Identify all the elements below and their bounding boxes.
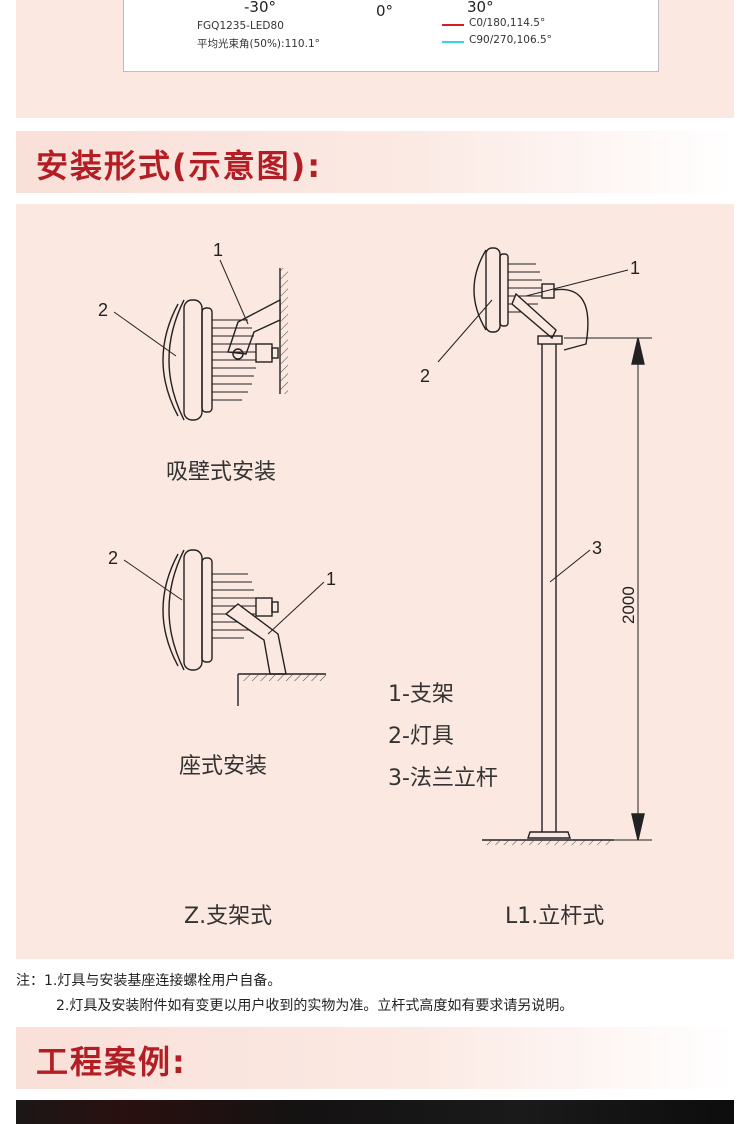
install-diagram: 1 2 (98, 240, 652, 845)
legend-label-c0: C0/180,114.5° (469, 17, 546, 29)
project-case-photo (16, 1100, 734, 1124)
polar-curve-card: -30° 0° 30° FGQ1235-LED80 平均光束角(50%):110… (123, 0, 659, 72)
wall-leader-1 (219, 259, 249, 325)
pole-callout-2: 2 (420, 366, 430, 386)
angle-label-center: 0° (376, 2, 394, 20)
parts-legend-item: 3-法兰立杆 (388, 766, 498, 791)
parts-legend-item: 1-支架 (388, 682, 454, 707)
install-note-2: 2.灯具及安装附件如有变更以用户收到的实物为准。立杆式高度如有要求请另说明。 (56, 998, 574, 1014)
install-note-1: 注：1.灯具与安装基座连接螺栓用户自备。 (16, 973, 282, 989)
case-section-title: 工程案例: (36, 1043, 187, 1081)
case-section-header: 工程案例: (16, 1027, 734, 1089)
bracket-type-caption: Z.支架式 (184, 904, 273, 929)
avg-beam-label: 平均光束角(50%):110.1° (197, 38, 320, 50)
install-section-header: 安装形式(示意图): (16, 131, 734, 193)
wall-mount-caption: 吸壁式安装 (166, 460, 277, 485)
wall-callout-2: 2 (98, 300, 108, 320)
pole-leader-2 (437, 299, 493, 363)
seat-callout-1: 1 (326, 569, 336, 589)
wall-mount-lamp-drawing (162, 268, 288, 421)
angle-label-right: 30° (467, 0, 494, 16)
pole-callout-3: 3 (592, 538, 602, 558)
seat-mount-lamp-drawing (162, 549, 326, 706)
seat-leader-2 (123, 559, 183, 601)
parts-legend: 1-支架 2-灯具 3-法兰立杆 (388, 674, 498, 800)
install-section-title: 安装形式(示意图): (36, 147, 323, 185)
pole-callout-1: 1 (630, 258, 640, 278)
parts-legend-item: 2-灯具 (388, 724, 454, 749)
legend-swatch-c90 (442, 41, 464, 43)
pole-leader-3 (549, 549, 591, 583)
pole-height-dimension: 2000 (619, 586, 638, 624)
wall-leader-2 (113, 311, 177, 357)
install-diagram-panel: 1 2 (16, 204, 734, 959)
wall-callout-1: 1 (213, 240, 223, 260)
photometric-section: -30° 0° 30° FGQ1235-LED80 平均光束角(50%):110… (16, 0, 734, 118)
model-label: FGQ1235-LED80 (197, 20, 284, 32)
seat-leader-1 (267, 581, 325, 635)
angle-label-left: -30° (244, 0, 276, 16)
pole-leader-1 (525, 269, 629, 297)
legend-label-c90: C90/270,106.5° (469, 34, 552, 46)
seat-callout-2: 2 (108, 548, 118, 568)
seat-mount-caption: 座式安装 (179, 754, 268, 779)
legend-swatch-c0 (442, 24, 464, 26)
pole-type-caption: L1.立杆式 (505, 904, 605, 929)
pole-mount-lamp-drawing (473, 247, 652, 845)
